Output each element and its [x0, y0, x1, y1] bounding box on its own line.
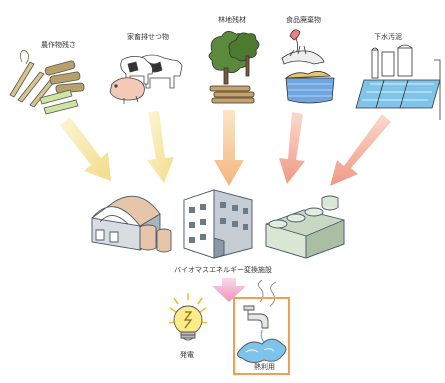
output-label-heat: 熱利用	[254, 363, 275, 371]
conversion-facility-icon	[91, 189, 345, 259]
heat-utilization-highlight-box	[233, 297, 290, 375]
source-label-food-waste: 食品廃棄物	[286, 16, 321, 24]
arrow-crop-residue	[60, 117, 111, 181]
arrow-livestock	[147, 111, 174, 183]
arrow-to-outputs	[212, 278, 246, 302]
source-label-forest-residue: 林地残材	[218, 16, 246, 24]
source-label-livestock: 家畜排せつ物	[127, 33, 169, 41]
arrow-forest-residue	[214, 110, 244, 186]
crop-residue-icon	[9, 49, 85, 115]
food-waste-icon	[281, 29, 335, 104]
light-bulb-icon	[168, 293, 208, 341]
source-label-sewage: 下水汚泥	[374, 33, 402, 41]
source-label-crop-residue: 農作物残さ	[41, 41, 76, 49]
arrow-sewage	[330, 114, 391, 186]
output-label-power: 発電	[180, 351, 194, 359]
sewage-sludge-icon	[355, 44, 441, 120]
arrow-food-waste	[279, 112, 305, 184]
livestock-icon	[109, 54, 183, 104]
facility-label: バイオマスエネルギー変換施設	[174, 266, 272, 274]
forest-residue-icon	[208, 31, 260, 104]
heat-utilization-icon	[237, 279, 287, 363]
